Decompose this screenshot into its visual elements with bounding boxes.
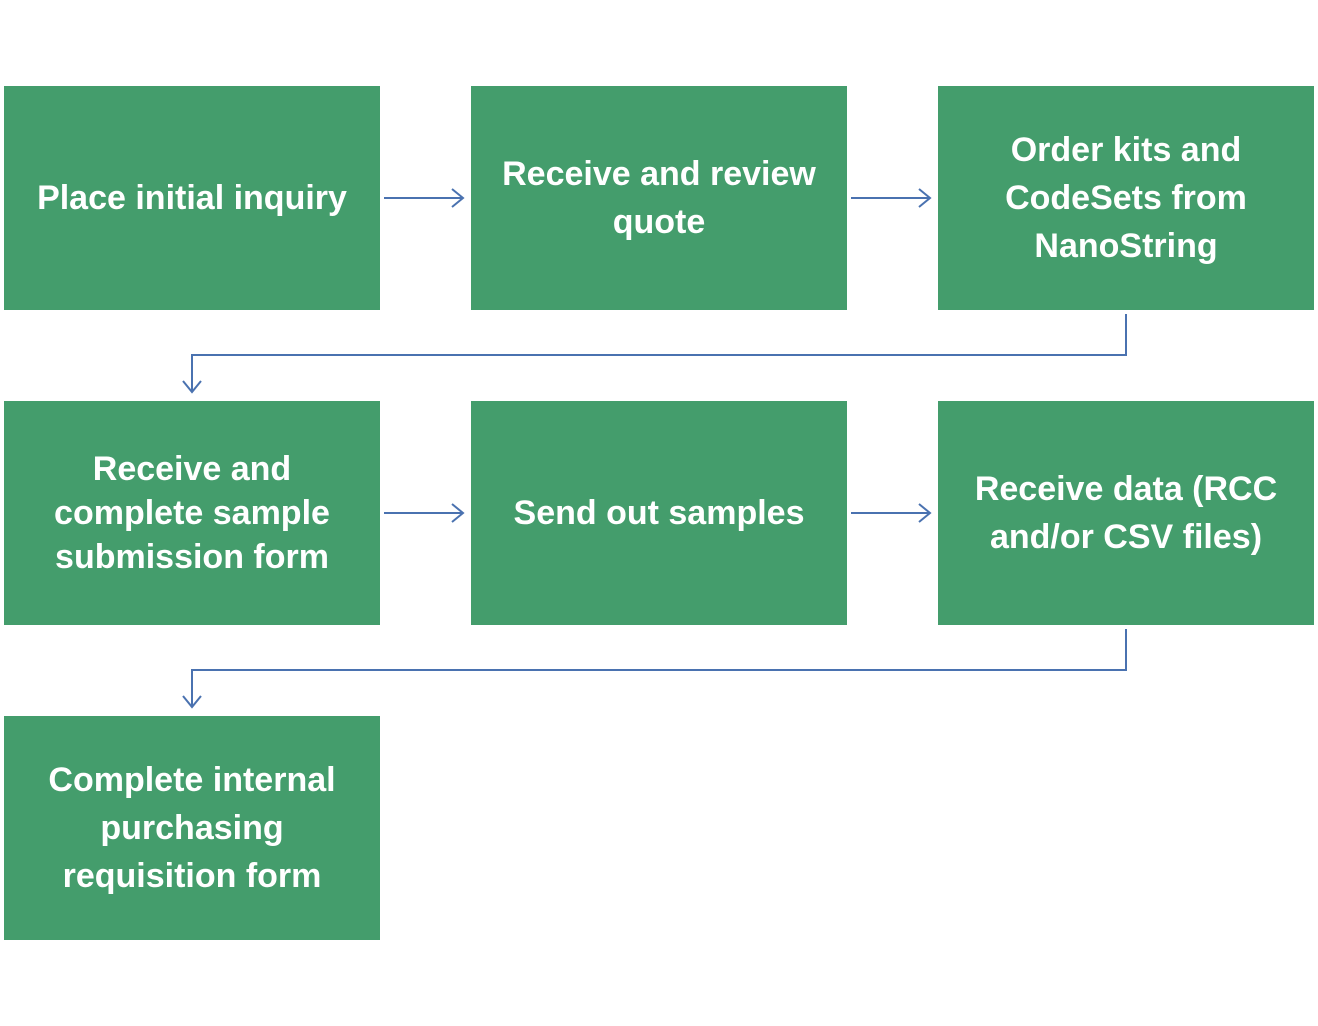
step-label: Order kits and CodeSets from NanoString bbox=[1005, 131, 1247, 265]
step-label: Complete internal purchasing requisition… bbox=[48, 761, 336, 895]
step-send-out-samples: Send out samples bbox=[471, 401, 847, 625]
step-label: Place initial inquiry bbox=[37, 179, 347, 217]
connector-2-3 bbox=[851, 188, 932, 208]
step-label: Receive data (RCC and/or CSV files) bbox=[974, 470, 1278, 556]
connector-4-5 bbox=[384, 503, 465, 523]
step-receive-data: Receive data (RCC and/or CSV files) bbox=[938, 401, 1314, 625]
step-purchasing-requisition-form: Complete internal purchasing requisition… bbox=[4, 716, 380, 940]
step-order-kits-codesets: Order kits and CodeSets from NanoString bbox=[938, 86, 1314, 310]
connector-5-6 bbox=[851, 503, 932, 523]
connector-6-7 bbox=[182, 629, 1127, 709]
connector-1-2 bbox=[384, 188, 465, 208]
step-place-initial-inquiry: Place initial inquiry bbox=[4, 86, 380, 310]
connector-3-4 bbox=[182, 314, 1127, 394]
step-receive-review-quote: Receive and review quote bbox=[471, 86, 847, 310]
step-label: Send out samples bbox=[513, 494, 805, 532]
step-label: Receive and complete sample submission f… bbox=[54, 450, 330, 576]
step-label: Receive and review quote bbox=[502, 155, 816, 241]
step-sample-submission-form: Receive and complete sample submission f… bbox=[4, 401, 380, 625]
